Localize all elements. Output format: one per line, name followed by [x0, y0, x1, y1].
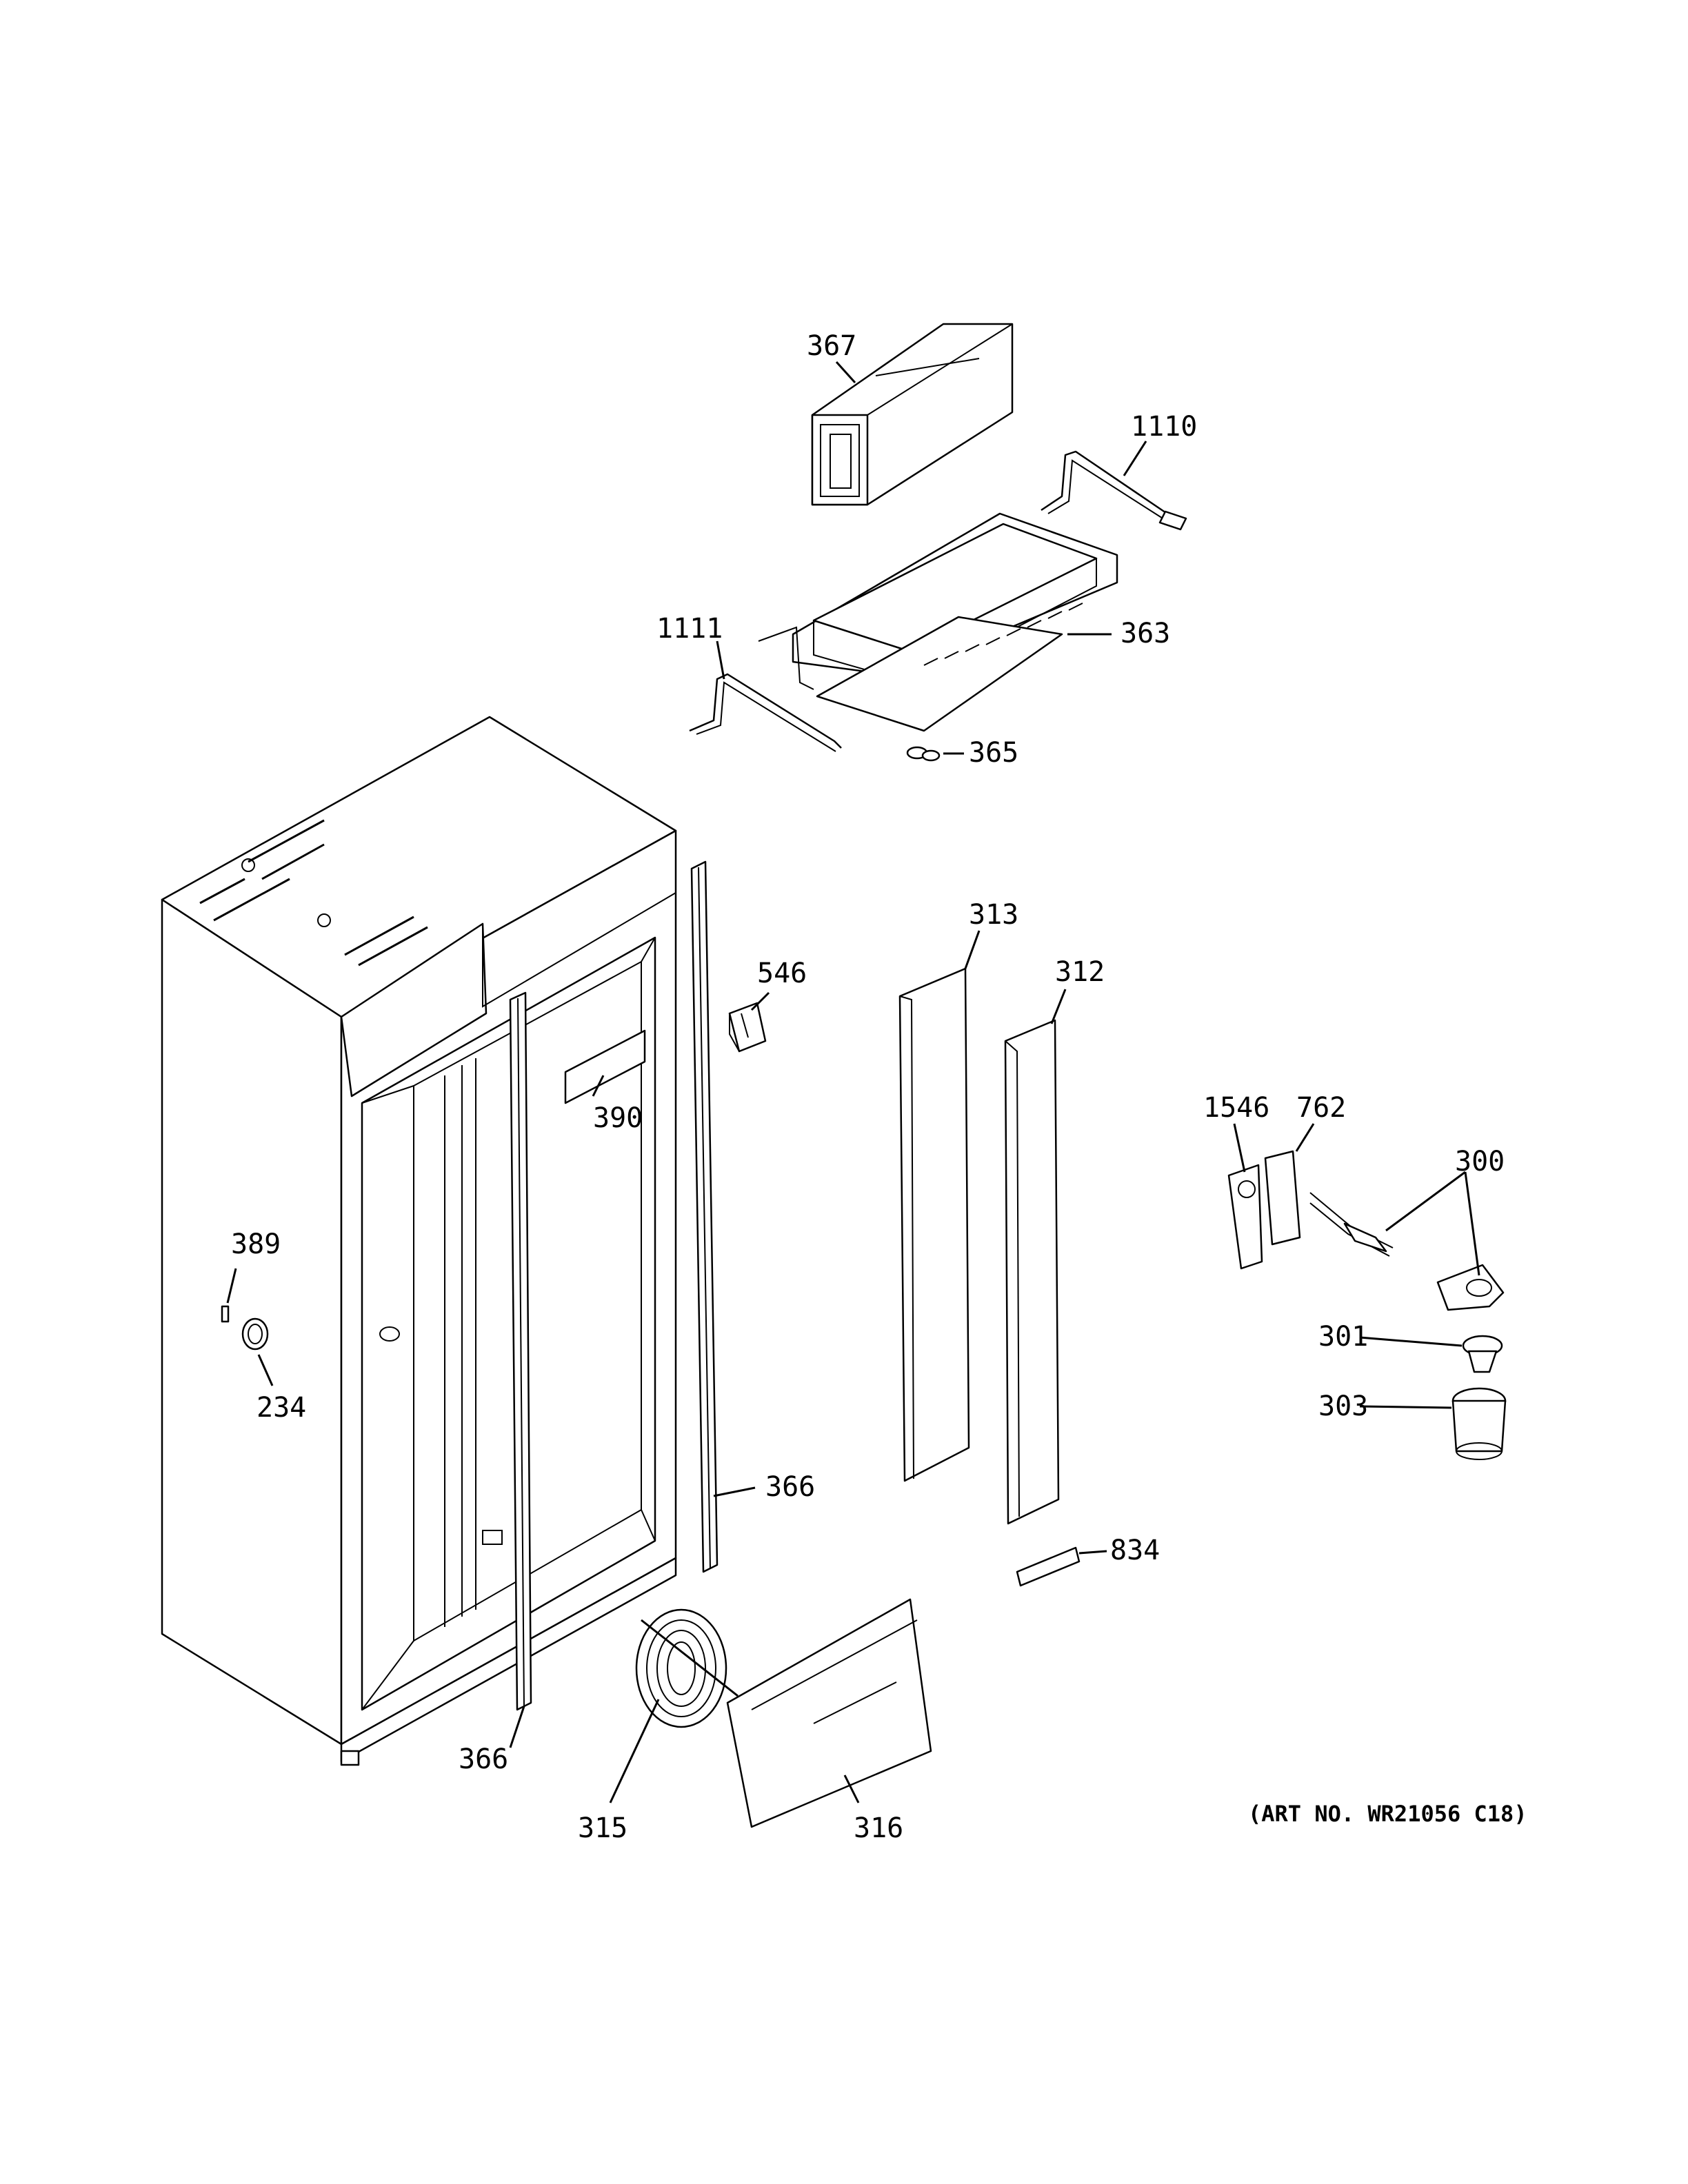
part-1111-bracket: [689, 673, 842, 752]
part-312-panel: [1004, 1019, 1060, 1525]
part-1546-bracket: [1227, 1164, 1263, 1270]
part-cabinet: [161, 716, 677, 1766]
callout-303: 303: [1318, 1391, 1368, 1422]
callout-546: 546: [757, 958, 807, 989]
part-546-switch: [728, 1002, 767, 1053]
callout-389: 389: [231, 1228, 281, 1260]
callout-301: 301: [1318, 1321, 1368, 1353]
callout-366-right: 366: [765, 1471, 815, 1503]
part-834-board: [1016, 1546, 1081, 1587]
callout-762: 762: [1296, 1092, 1346, 1124]
part-300-filter-housing: [1309, 1192, 1505, 1311]
part-301-cap: [1462, 1335, 1503, 1373]
callout-834: 834: [1110, 1535, 1160, 1566]
callout-1546: 1546: [1203, 1092, 1269, 1124]
callout-234: 234: [257, 1392, 306, 1424]
leader-lines: [226, 361, 1480, 1803]
callout-1110: 1110: [1131, 411, 1197, 443]
callout-315: 315: [578, 1812, 627, 1844]
part-762-block: [1264, 1150, 1301, 1246]
part-366-gasket-left: [509, 991, 532, 1711]
callout-316: 316: [854, 1812, 903, 1844]
part-1110-bracket: [1041, 450, 1187, 531]
part-316-cover: [726, 1598, 932, 1828]
callout-labels: 367 1110 1111 363 365 546 313 312 390 15…: [231, 330, 1505, 1844]
callout-390: 390: [593, 1102, 643, 1134]
callout-365: 365: [969, 737, 1018, 769]
callout-300: 300: [1455, 1146, 1505, 1177]
callout-367: 367: [807, 330, 856, 362]
part-363-housing: [758, 512, 1118, 732]
part-367-duct: [811, 323, 1014, 506]
callout-1111: 1111: [656, 613, 723, 645]
callout-312: 312: [1055, 956, 1105, 988]
part-313-panel: [898, 967, 970, 1482]
part-315-fan: [635, 1608, 738, 1728]
art-number: (ART NO. WR21056 C18): [1248, 1801, 1527, 1827]
callout-313: 313: [969, 899, 1018, 931]
callout-363: 363: [1121, 618, 1170, 649]
part-366-gasket-right: [690, 860, 719, 1573]
callout-366-left: 366: [459, 1743, 508, 1775]
part-365-clip: [906, 746, 941, 762]
part-303-cartridge: [1451, 1387, 1507, 1460]
